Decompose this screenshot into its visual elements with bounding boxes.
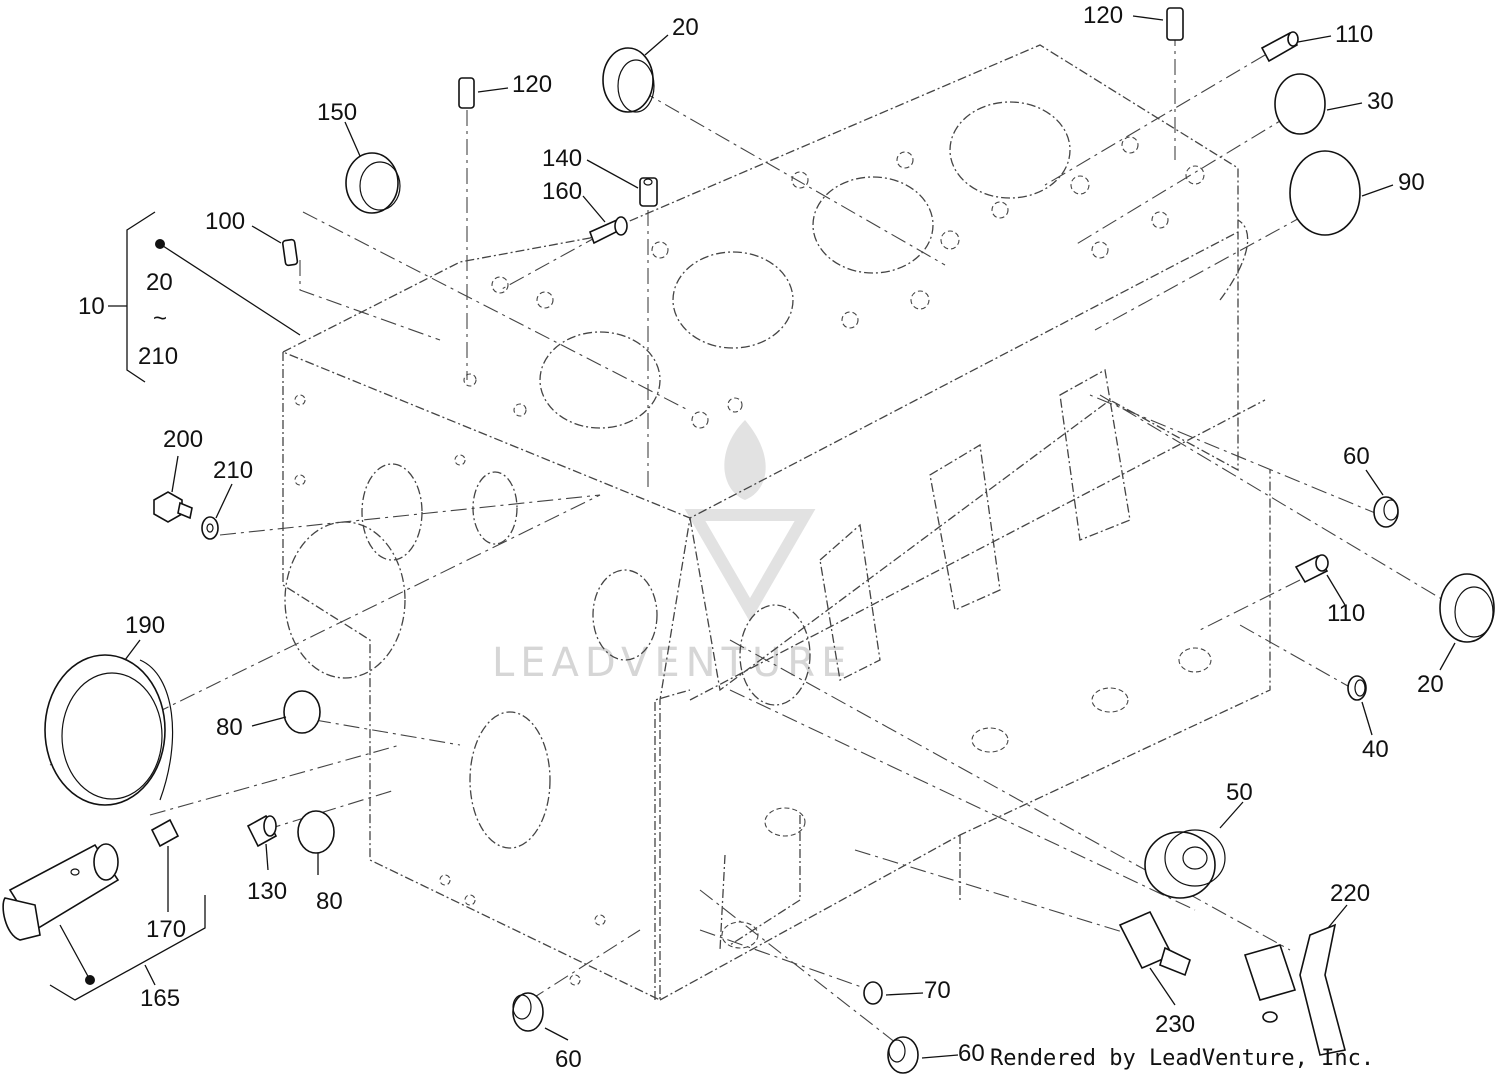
leader-lines — [59, 15, 1456, 1059]
part-bushing-140 — [639, 177, 658, 207]
callout-120-right: 120 — [1083, 2, 1123, 29]
part-oil-seal-20-right — [1439, 573, 1495, 643]
part-washer-210 — [201, 516, 219, 540]
part-plug-30 — [1274, 73, 1326, 135]
callout-30: 30 — [1367, 88, 1394, 115]
part-expansion-plug-20-top — [602, 47, 655, 113]
callout-50: 50 — [1226, 779, 1253, 806]
part-drain-cock-220 — [1243, 923, 1346, 1056]
part-plug-60-bottom — [887, 1036, 919, 1074]
part-oil-switch-230 — [1118, 910, 1191, 977]
part-plug-60-bottom-left — [512, 992, 544, 1032]
watermark-text: LEADVENTURE — [492, 640, 852, 686]
part-hub-50 — [1144, 829, 1226, 899]
callout-60-bottom-left: 60 — [555, 1046, 582, 1073]
part-bolt-200 — [153, 491, 193, 523]
callout-165: 165 — [140, 985, 180, 1012]
callout-20-right: 20 — [1417, 671, 1444, 698]
rendered-by-credit: Rendered by LeadVenture, Inc. — [990, 1046, 1374, 1071]
part-pin-120-right — [1166, 7, 1184, 41]
assembly-bracket-10: 10 20 ~ 210 — [78, 211, 178, 383]
callout-170: 170 — [146, 916, 186, 943]
watermark-flame-icon — [724, 420, 766, 500]
part-pipe-110-right — [1294, 554, 1329, 584]
part-plug-40 — [1347, 675, 1367, 701]
part-plug-60-right — [1373, 496, 1399, 528]
callout-labels: 20 120 120 110 30 90 150 100 140 160 200… — [125, 2, 1444, 1073]
callout-60-right: 60 — [1343, 443, 1370, 470]
part-pipe-110-top — [1260, 31, 1299, 63]
callout-80-upper: 80 — [216, 714, 243, 741]
callout-230: 230 — [1155, 1011, 1195, 1038]
part-sleeve-130 — [246, 814, 278, 848]
watermark-v-icon — [684, 509, 816, 622]
callout-range-separator: ~ — [153, 305, 167, 332]
callout-210: 210 — [213, 457, 253, 484]
callout-160: 160 — [542, 178, 582, 205]
callout-80-lower: 80 — [316, 888, 343, 915]
part-plug-80-lower — [297, 810, 335, 854]
part-plug-70 — [863, 981, 883, 1005]
part-relief-valve-165 — [2, 843, 120, 941]
callout-60-bottom: 60 — [958, 1040, 985, 1067]
part-plug-150 — [345, 152, 401, 214]
callout-140: 140 — [542, 145, 582, 172]
callout-150: 150 — [317, 99, 357, 126]
part-set-screw-170 — [150, 818, 180, 848]
assembly-dot — [155, 239, 165, 249]
callout-110-top: 110 — [1335, 21, 1373, 48]
callout-range-end-210: 210 — [138, 343, 178, 370]
sub-assembly-bracket-165: 165 — [49, 895, 206, 1012]
part-plug-80-upper — [283, 690, 321, 734]
callout-130: 130 — [247, 878, 287, 905]
callout-90: 90 — [1398, 169, 1425, 196]
callout-20-top: 20 — [672, 14, 699, 41]
part-oil-seal-190 — [44, 654, 174, 806]
callout-110-right: 110 — [1327, 600, 1365, 627]
callout-10: 10 — [78, 293, 105, 320]
callout-220: 220 — [1330, 880, 1370, 907]
callout-range-start-20: 20 — [146, 269, 173, 296]
callout-120-left: 120 — [512, 71, 552, 98]
callout-40: 40 — [1362, 736, 1389, 763]
callout-190: 190 — [125, 612, 165, 639]
callout-200: 200 — [163, 426, 203, 453]
part-pin-100 — [281, 238, 299, 267]
part-pin-120-left — [458, 77, 475, 109]
part-bolt-160 — [588, 216, 628, 245]
callout-100: 100 — [205, 208, 245, 235]
part-plug-90 — [1289, 150, 1361, 236]
callout-70: 70 — [924, 977, 951, 1004]
sub-assembly-dot — [85, 975, 95, 985]
